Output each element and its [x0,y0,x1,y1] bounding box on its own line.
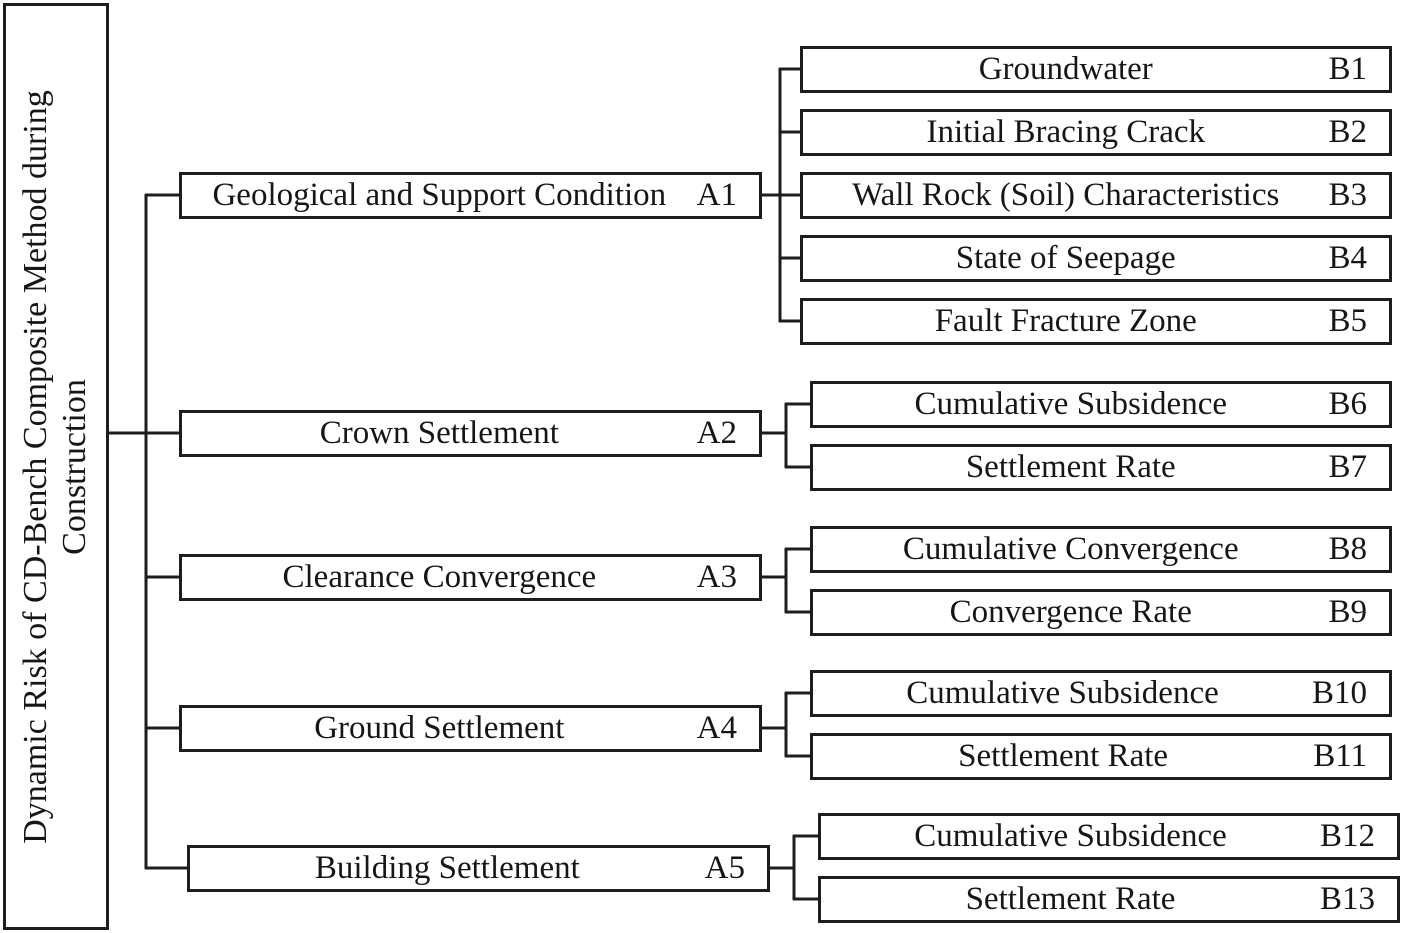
group-code-a5: A5 [704,850,745,886]
child-node-b10: Cumulative Subsidence B10 [810,670,1392,717]
child-label-b10: Cumulative Subsidence [906,675,1219,711]
child-node-b4: State of Seepage B4 [800,235,1392,282]
child-label-b3: Wall Rock (Soil) Characteristics [852,177,1280,213]
child-label-b1: Groundwater [978,51,1153,87]
child-code-b12: B12 [1319,818,1375,854]
group-code-a2: A2 [696,415,737,451]
root-title: Dynamic Risk of CD-Bench Composite Metho… [16,17,96,917]
child-code-b6: B6 [1328,386,1367,422]
group-code-a1: A1 [696,177,737,213]
group-node-a1: Geological and Support Condition A1 [179,172,762,219]
child-node-b6: Cumulative Subsidence B6 [810,381,1392,428]
root-title-line-2: Construction [56,378,93,555]
child-node-b12: Cumulative Subsidence B12 [818,813,1400,860]
group-node-a4: Ground Settlement A4 [179,705,762,752]
child-code-b7: B7 [1328,449,1367,485]
child-label-b8: Cumulative Convergence [902,531,1239,567]
child-code-b8: B8 [1328,531,1367,567]
child-node-b1: Groundwater B1 [800,46,1392,93]
group-label-a2: Crown Settlement [319,415,559,451]
child-node-b7: Settlement Rate B7 [810,444,1392,491]
child-code-b10: B10 [1311,675,1367,711]
child-node-b8: Cumulative Convergence B8 [810,526,1392,573]
child-code-b3: B3 [1328,177,1367,213]
group-node-a5: Building Settlement A5 [187,845,770,892]
child-label-b6: Cumulative Subsidence [914,386,1228,422]
child-node-b13: Settlement Rate B13 [818,876,1400,923]
root-title-line-1: Dynamic Risk of CD-Bench Composite Metho… [17,89,54,844]
child-node-b5: Fault Fracture Zone B5 [800,298,1392,345]
child-code-b9: B9 [1328,594,1367,630]
child-code-b5: B5 [1328,303,1367,339]
child-node-b2: Initial Bracing Crack B2 [800,109,1392,156]
child-label-b11: Settlement Rate [958,738,1169,774]
child-node-b11: Settlement Rate B11 [810,733,1392,780]
group-node-a2: Crown Settlement A2 [179,410,762,457]
child-label-b13: Settlement Rate [965,881,1176,917]
child-code-b1: B1 [1328,51,1367,87]
child-label-b2: Initial Bracing Crack [926,114,1206,150]
group-node-a3: Clearance Convergence A3 [179,554,762,601]
group-label-a4: Ground Settlement [314,710,565,746]
group-label-a1: Geological and Support Condition [212,177,667,213]
child-label-b9: Convergence Rate [949,594,1192,630]
child-node-b3: Wall Rock (Soil) Characteristics B3 [800,172,1392,219]
group-label-a3: Clearance Convergence [282,559,597,595]
child-label-b4: State of Seepage [955,240,1176,276]
group-code-a3: A3 [696,559,737,595]
child-label-b7: Settlement Rate [965,449,1176,485]
group-code-a4: A4 [696,710,737,746]
child-label-b12: Cumulative Subsidence [914,818,1227,854]
child-code-b2: B2 [1328,114,1367,150]
child-code-b13: B13 [1319,881,1375,917]
child-label-b5: Fault Fracture Zone [934,303,1197,339]
group-label-a5: Building Settlement [314,850,580,886]
child-code-b11: B11 [1313,738,1367,774]
root-node: Dynamic Risk of CD-Bench Composite Metho… [3,3,109,930]
child-code-b4: B4 [1328,240,1367,276]
child-node-b9: Convergence Rate B9 [810,589,1392,636]
